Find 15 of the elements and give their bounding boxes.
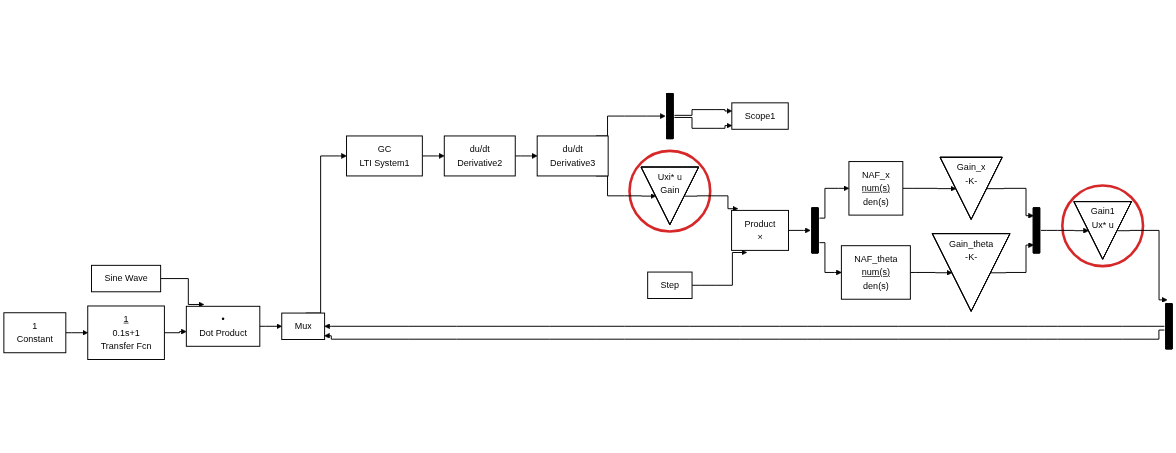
node-box: • Dot Product: [185, 305, 261, 347]
node-box: du/dt Derivative3: [536, 135, 609, 177]
node-box: du/dt Derivative2: [443, 135, 516, 177]
node-box: Sine Wave: [91, 264, 162, 293]
node-box: NAF_theta num(s) den(s): [840, 245, 911, 300]
node-box: 1 Constant: [3, 312, 67, 354]
node-box: NAF_x num(s) den(s): [848, 161, 904, 216]
node-box: Product ×: [731, 209, 789, 251]
node-box: Scope1: [731, 102, 789, 130]
cluster: [628, 149, 712, 233]
node-box: GC LTI System1: [346, 135, 423, 177]
cluster: [1061, 184, 1145, 268]
node-box: 1 0.1s+1 Transfer Fcn: [87, 305, 165, 360]
node-box: Step: [647, 271, 693, 299]
node-box: Mux: [281, 312, 326, 340]
